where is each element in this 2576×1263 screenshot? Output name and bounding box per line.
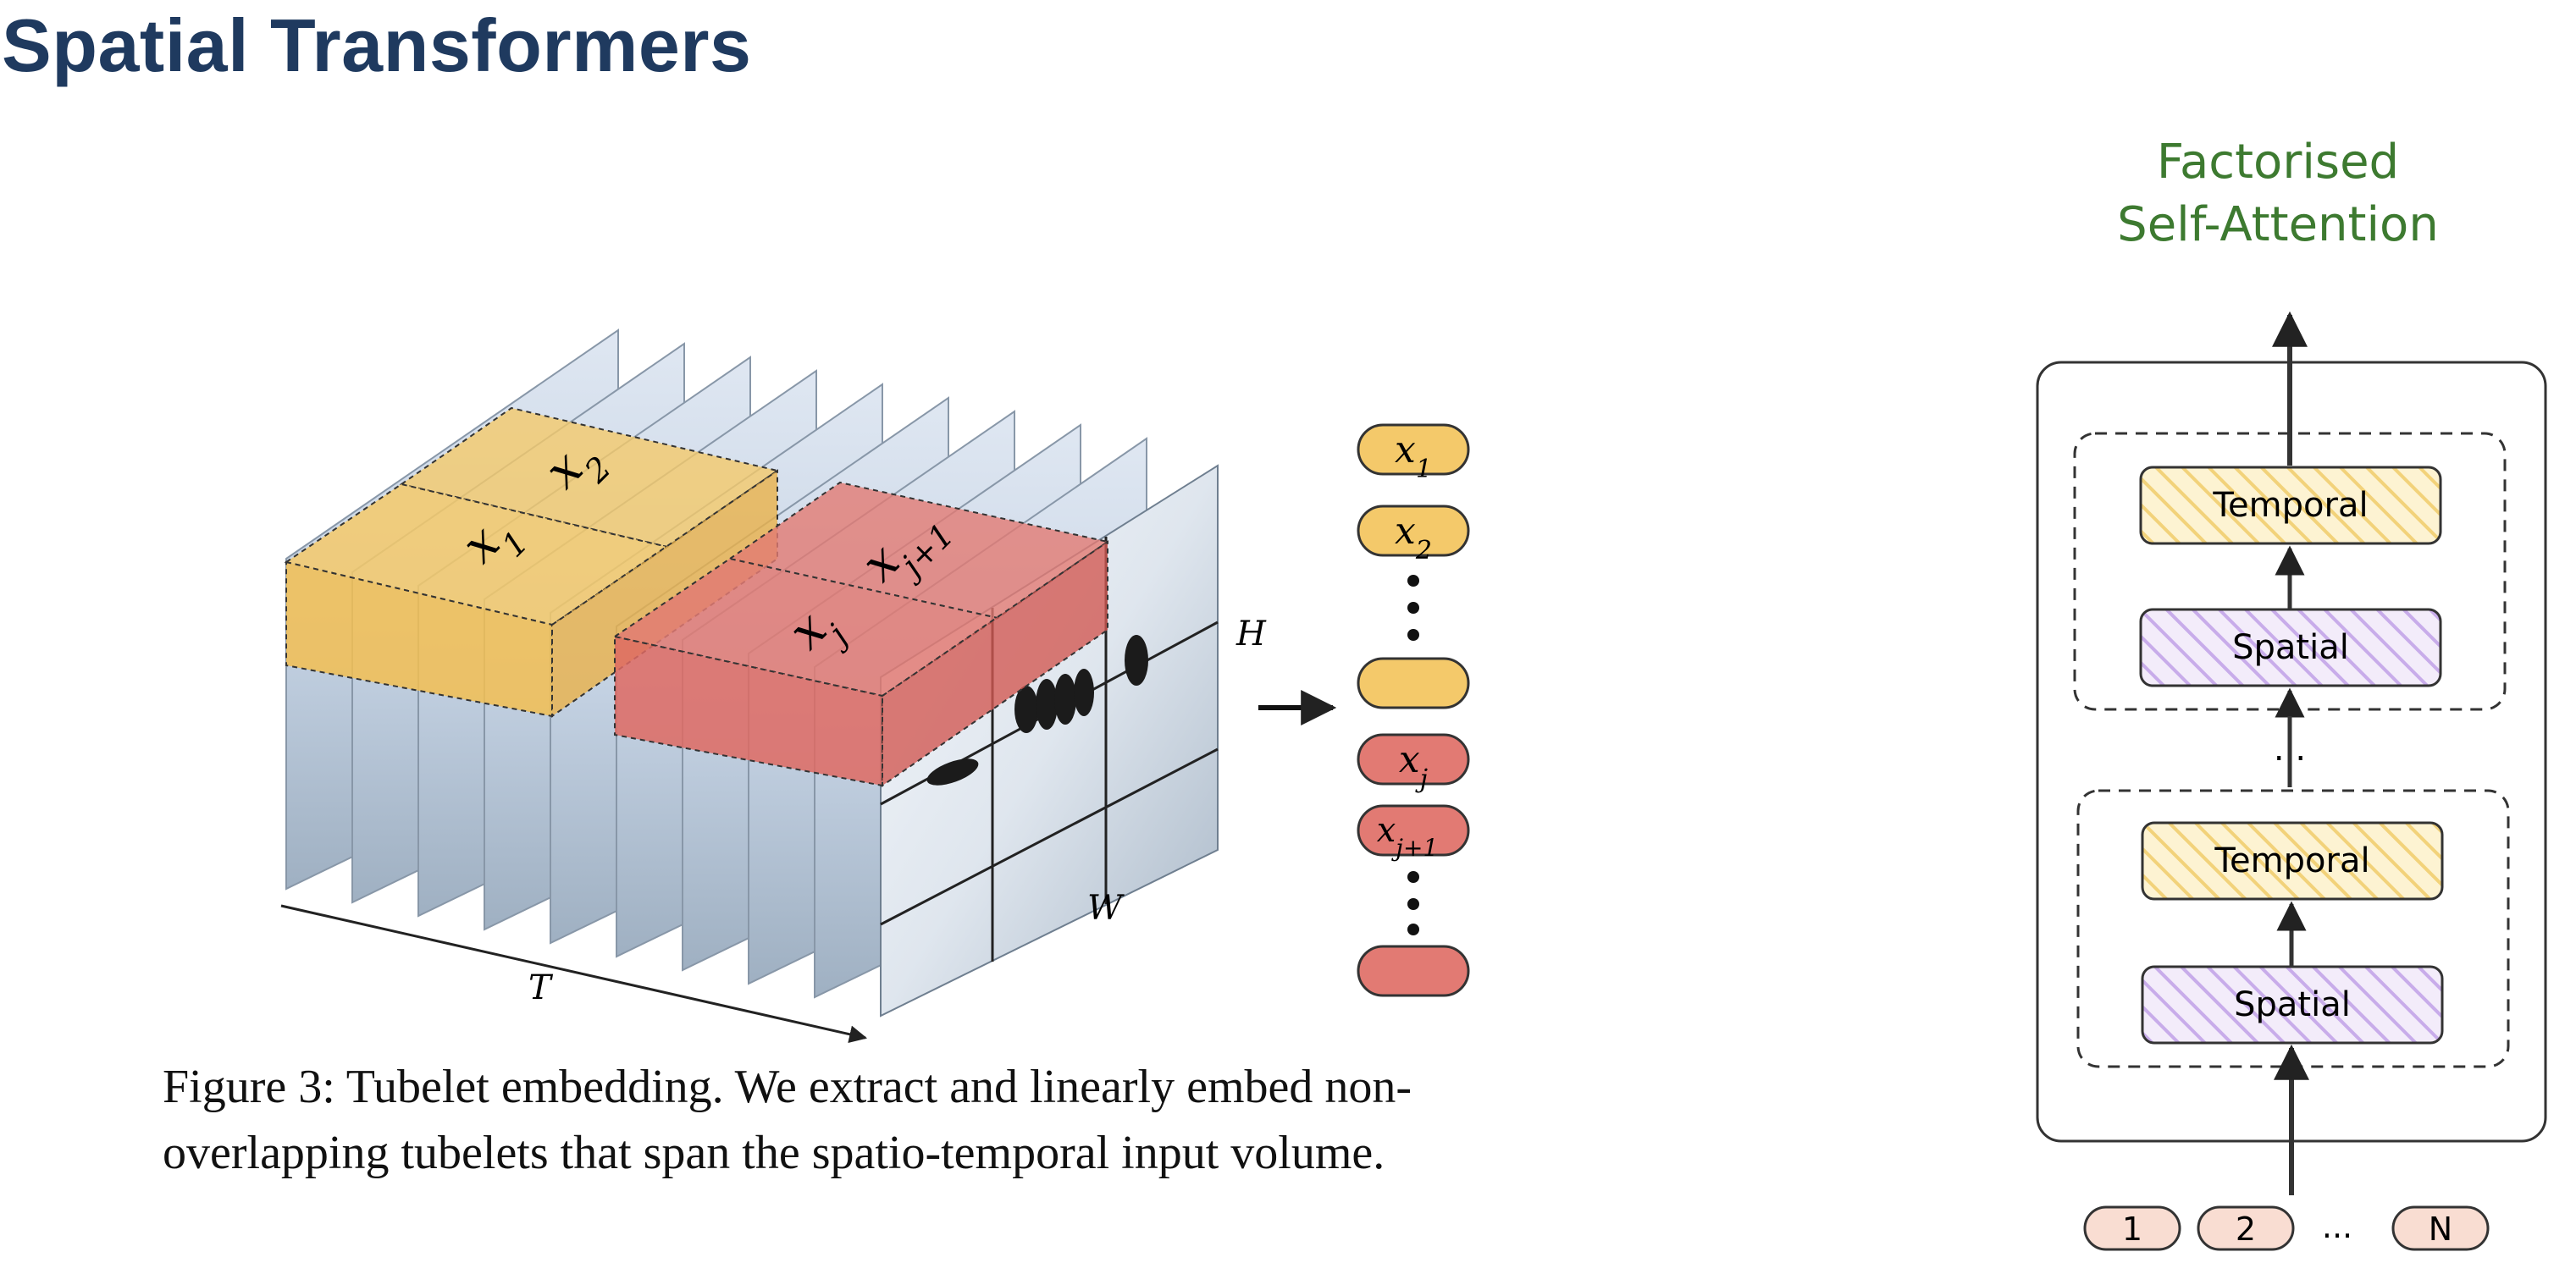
axis-label-time: T bbox=[528, 968, 554, 1007]
token-red-blank bbox=[1357, 945, 1470, 997]
spatial-label-2: Spatial bbox=[2234, 985, 2351, 1024]
spatial-label-1: Spatial bbox=[2232, 628, 2349, 667]
slide-title: Spatial Transformers bbox=[2, 3, 752, 87]
caption-line-2: overlapping tubelets that span the spati… bbox=[163, 1127, 1385, 1179]
token-sequence: x1 x2 xj xj+1 bbox=[1357, 423, 1470, 997]
token-x1 bbox=[1357, 423, 1470, 476]
tubelet-red bbox=[612, 481, 1110, 787]
temporal-label-2: Temporal bbox=[2214, 841, 2369, 880]
token-xj1 bbox=[1357, 804, 1470, 857]
temporal-label-1: Temporal bbox=[2212, 486, 2368, 525]
temporal-box-2 bbox=[2141, 821, 2444, 901]
tubelet-yellow bbox=[284, 406, 780, 718]
token-ellipsis bbox=[1407, 871, 1419, 935]
input-token-1-label: 1 bbox=[2122, 1211, 2142, 1248]
tubelet-x2-side bbox=[551, 469, 778, 718]
tubelet-x2-top bbox=[399, 406, 780, 549]
input-token-ellipsis: ... bbox=[2322, 1208, 2352, 1245]
input-token-2 bbox=[2197, 1205, 2295, 1251]
input-token-n-label: N bbox=[2429, 1211, 2452, 1248]
axis-label-height: H bbox=[1235, 615, 1267, 654]
attention-title-line1: Factorised bbox=[2157, 135, 2399, 190]
token-x2 bbox=[1357, 505, 1470, 557]
tubelet-xj1-side bbox=[882, 540, 1108, 787]
penguins-image bbox=[926, 635, 1148, 786]
token-xj bbox=[1357, 733, 1470, 786]
factorised-attention-diagram: Factorised Self-Attention Temporal Spati… bbox=[2036, 135, 2547, 1251]
caption-line-1: Figure 3: Tubelet embedding. We extract … bbox=[163, 1061, 1412, 1113]
figure-caption: Figure 3: Tubelet embedding. We extract … bbox=[163, 1054, 1619, 1186]
temporal-box-1 bbox=[2139, 466, 2442, 545]
token-ellipsis bbox=[1407, 575, 1419, 641]
tubelet-xj1-top bbox=[727, 481, 1110, 620]
attention-title-line2: Self-Attention bbox=[2117, 197, 2439, 252]
front-video-frame bbox=[880, 464, 1219, 1018]
token-yellow-blank bbox=[1357, 657, 1470, 709]
input-token-2-label: 2 bbox=[2236, 1211, 2256, 1248]
input-token-n bbox=[2391, 1205, 2490, 1251]
tubelet-embedding-figure: x1 x2 xj xj+1 T H W x1 x2 xj xj+1 bbox=[280, 328, 1470, 1044]
axis-label-width: W bbox=[1087, 889, 1125, 928]
input-token-1 bbox=[2083, 1205, 2181, 1251]
time-axis-arrow bbox=[280, 904, 868, 1044]
